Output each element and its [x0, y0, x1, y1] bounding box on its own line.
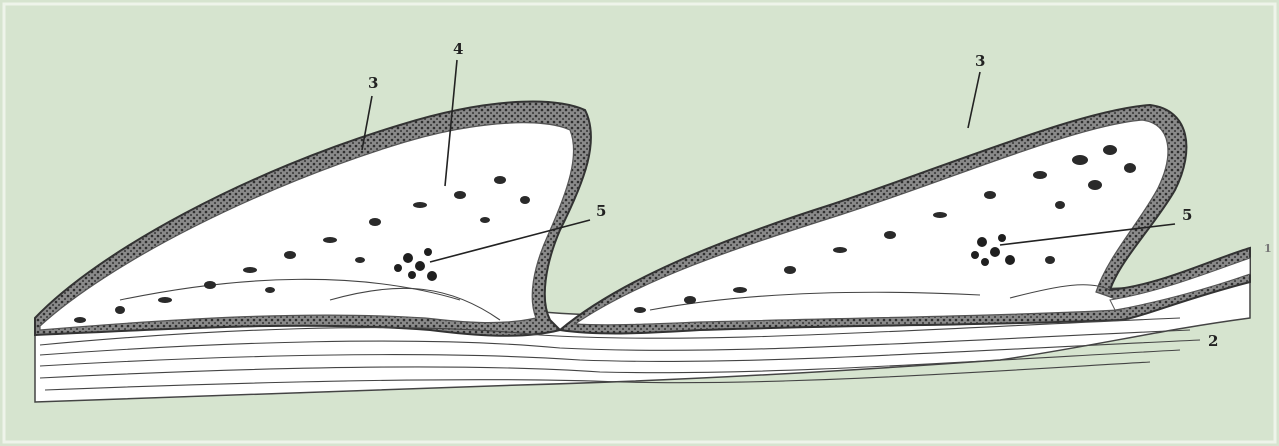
label-5-right: 5: [1182, 206, 1192, 224]
label-1-edge: 1: [1264, 242, 1272, 255]
label-2: 2: [1208, 332, 1218, 350]
label-5-left: 5: [596, 202, 606, 220]
label-3-right: 3: [975, 52, 985, 70]
label-4: 4: [453, 40, 463, 58]
label-3-left: 3: [368, 74, 378, 92]
